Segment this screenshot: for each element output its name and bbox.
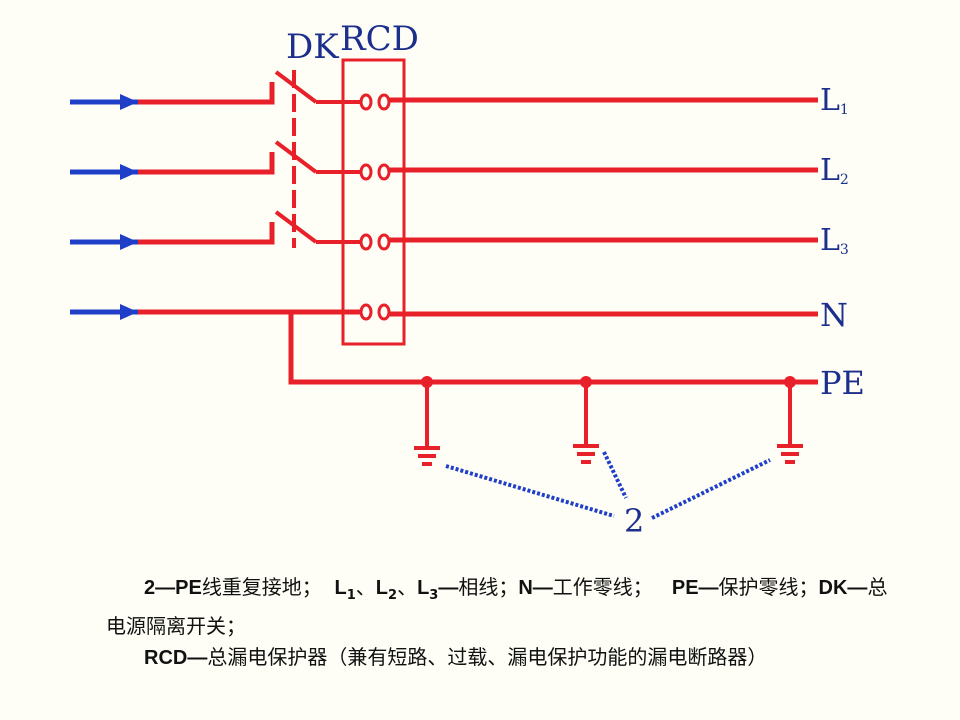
dk-switch	[274, 70, 360, 248]
rcd-contacts	[359, 93, 391, 321]
wiring-diagram: DK RCD L1 L2 L3 N PE 2	[70, 19, 865, 540]
caption-paragraph-2: RCD—总漏电保护器（兼有短路、过载、漏电保护功能的漏电断路器）	[106, 642, 906, 674]
caption-text: 、	[355, 575, 376, 599]
caption-sub-1: 1	[346, 588, 356, 603]
arrowhead-l2	[120, 164, 138, 180]
wire-in-l3	[138, 222, 275, 245]
rcd-contact	[359, 93, 373, 111]
rcd-contact	[377, 303, 391, 321]
ground-symbol-1	[414, 376, 440, 466]
caption-term-n: N—	[518, 577, 553, 599]
caption-term-l: L	[334, 577, 347, 599]
caption-paragraph-1: 2—PE线重复接地； L1、L2、L3—相线；N—工作零线； PE—保护零线；D…	[106, 572, 906, 642]
wire-in-l1	[138, 82, 275, 105]
rcd-contact	[359, 163, 373, 181]
leader-line-1	[445, 464, 615, 518]
line-label-pe: PE	[820, 364, 865, 402]
ground-symbol-2	[573, 376, 599, 464]
leader-line-2	[602, 451, 628, 499]
caption-text: 相线；	[458, 575, 519, 599]
legend-caption: 2—PE线重复接地； L1、L2、L3—相线；N—工作零线； PE—保护零线；D…	[106, 572, 906, 674]
ground-note-label: 2	[624, 502, 644, 540]
caption-text: 线重复接地；	[201, 575, 322, 599]
outgoing-wires	[389, 97, 818, 317]
leader-line-3	[651, 458, 771, 520]
ground-symbol-3	[777, 376, 803, 464]
input-arrows	[70, 94, 140, 320]
caption-term-dk: DK—	[818, 577, 868, 599]
rcd-label: RCD	[340, 19, 419, 59]
caption-text: 工作零线；	[552, 575, 653, 599]
caption-term-pe-ground: 2—PE	[144, 577, 202, 599]
caption-dash: —	[438, 577, 459, 599]
rcd-box	[341, 58, 406, 346]
caption-text: 总电源隔离开关；	[106, 575, 888, 638]
pe-line	[288, 312, 818, 385]
line-label-l2: L2	[820, 153, 849, 188]
arrowhead-l3	[120, 234, 138, 250]
caption-term-rcd: RCD—	[144, 647, 208, 669]
rcd-contact	[359, 233, 373, 251]
line-label-l3: L3	[820, 223, 849, 258]
caption-text: 保护零线；	[718, 575, 819, 599]
line-label-l1: L1	[820, 83, 849, 118]
pe-wire	[288, 312, 818, 385]
ground-electrodes	[414, 376, 803, 466]
caption-sub-3: 3	[429, 588, 439, 603]
rcd-contact	[377, 163, 391, 181]
wire-in-l2	[138, 152, 275, 175]
caption-sub-2: 2	[388, 588, 398, 603]
line-label-n: N	[820, 296, 848, 334]
caption-term-l: L	[417, 577, 430, 599]
arrowhead-l1	[120, 94, 138, 110]
caption-term-pe: PE—	[671, 577, 719, 599]
rcd-contact	[377, 93, 391, 111]
caption-text: 、	[397, 575, 418, 599]
arrowhead-n	[120, 304, 138, 320]
caption-term-l: L	[375, 577, 389, 599]
dk-label: DK	[286, 27, 339, 67]
incoming-wires	[138, 82, 360, 315]
rcd-contact	[359, 303, 373, 321]
caption-text: 总漏电保护器（兼有短路、过载、漏电保护功能的漏电断路器）	[207, 645, 768, 669]
rcd-contact	[377, 233, 391, 251]
leader-lines	[445, 451, 771, 520]
